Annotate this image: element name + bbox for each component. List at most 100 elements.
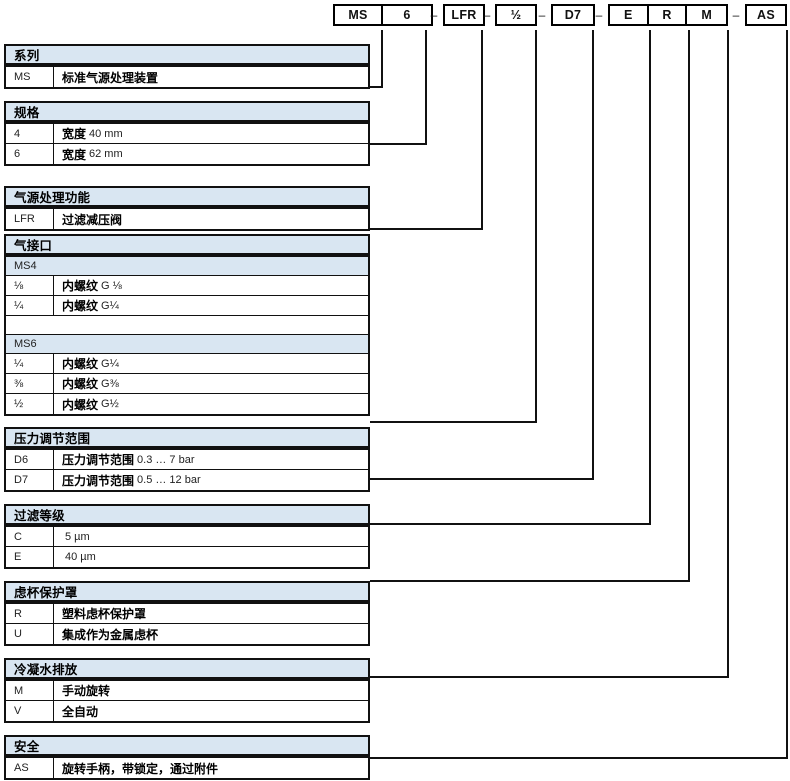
spec-table-header: 气源处理功能 (6, 188, 368, 209)
order-code-cell[interactable]: R (649, 6, 688, 24)
row-description-main: 过滤减压阀 (62, 212, 123, 227)
connector-horizontal (370, 421, 537, 423)
order-code-group: ½ (495, 4, 537, 26)
row-code: ½ (6, 394, 54, 414)
connector-vertical (688, 30, 690, 580)
order-code-separator: – (538, 8, 546, 22)
connector-horizontal (370, 676, 729, 678)
row-description-value: 40 µm (65, 551, 96, 563)
spec-table-subheader: MS6 (6, 335, 368, 354)
order-code-cell[interactable]: 6 (403, 8, 411, 22)
order-code-group: MS 6 (333, 4, 433, 26)
order-code-cell[interactable]: D7 (564, 8, 582, 22)
row-code: ¼ (6, 296, 54, 315)
row-code: ¼ (6, 354, 54, 373)
row-code: LFR (6, 209, 54, 229)
row-description-main: 内螺纹 (62, 357, 99, 371)
connector-vertical (592, 30, 594, 478)
order-code-cell[interactable]: AS (757, 8, 775, 22)
connector-vertical (786, 30, 788, 757)
connector-horizontal (370, 478, 594, 480)
row-code: E (6, 547, 54, 567)
table-row[interactable]: E 40 µm (6, 547, 368, 567)
order-code-separator: – (483, 8, 491, 22)
row-description-main: 内螺纹 (62, 377, 99, 391)
spec-table-header: 虑杯保护罩 (6, 583, 368, 604)
row-code: ⅛ (6, 276, 54, 295)
order-code-separator: – (732, 8, 740, 22)
order-code-separator: – (430, 8, 438, 22)
connector-vertical (727, 30, 729, 676)
table-row[interactable]: LFR 过滤减压阀 (6, 209, 368, 229)
spec-table-subheader: MS4 (6, 257, 368, 276)
spec-table-header: 过滤等级 (6, 506, 368, 527)
row-description-main: 旋转手柄，带锁定，通过附件 (62, 761, 219, 776)
order-code-cell[interactable]: M (701, 8, 713, 22)
connector-vertical (535, 30, 537, 421)
spec-table-spacer (6, 316, 368, 335)
row-description-value: 0.5 … 12 bar (137, 474, 201, 486)
row-description-main: 塑料虑杯保护罩 (62, 607, 147, 621)
row-code: 4 (6, 124, 54, 143)
connector-vertical (481, 30, 483, 228)
row-code: MS (6, 67, 54, 87)
row-description: 集成作为金属虑杯 (54, 624, 368, 644)
connector-horizontal (370, 757, 788, 759)
connector-vertical (381, 30, 383, 86)
row-code: 6 (6, 144, 54, 164)
row-description-main: 宽度 (62, 127, 87, 141)
order-code-cell[interactable]: MS (335, 6, 384, 24)
row-description-main: 全自动 (62, 704, 99, 719)
order-code-group: AS (745, 4, 787, 26)
order-code-cell[interactable]: ½ (510, 8, 522, 22)
row-code: V (6, 701, 54, 721)
row-description: 全自动 (54, 701, 368, 721)
row-description-value: 5 µm (65, 530, 90, 543)
row-code: D7 (6, 470, 54, 490)
row-description-main: 内螺纹 (62, 299, 99, 313)
row-code: ⅜ (6, 374, 54, 393)
row-description-main: 压力调节范围 (62, 473, 135, 488)
table-row[interactable]: AS 旋转手柄，带锁定，通过附件 (6, 758, 368, 778)
row-description-value: G¼ (101, 357, 119, 370)
connector-vertical (425, 30, 427, 143)
row-description-main: 内螺纹 (62, 279, 99, 293)
row-description: 塑料虑杯保护罩 (54, 604, 368, 623)
row-code: M (6, 681, 54, 700)
row-code: AS (6, 758, 54, 778)
order-code-separator: – (595, 8, 603, 22)
row-description-main: 宽度 (62, 147, 87, 162)
order-code-cell[interactable]: E (610, 6, 649, 24)
table-row[interactable]: V 全自动 (6, 701, 368, 721)
spec-table-header: 冷凝水排放 (6, 660, 368, 681)
spec-table-header: 压力调节范围 (6, 429, 368, 450)
order-code-cell[interactable]: LFR (451, 8, 477, 22)
spec-table-header: 安全 (6, 737, 368, 758)
